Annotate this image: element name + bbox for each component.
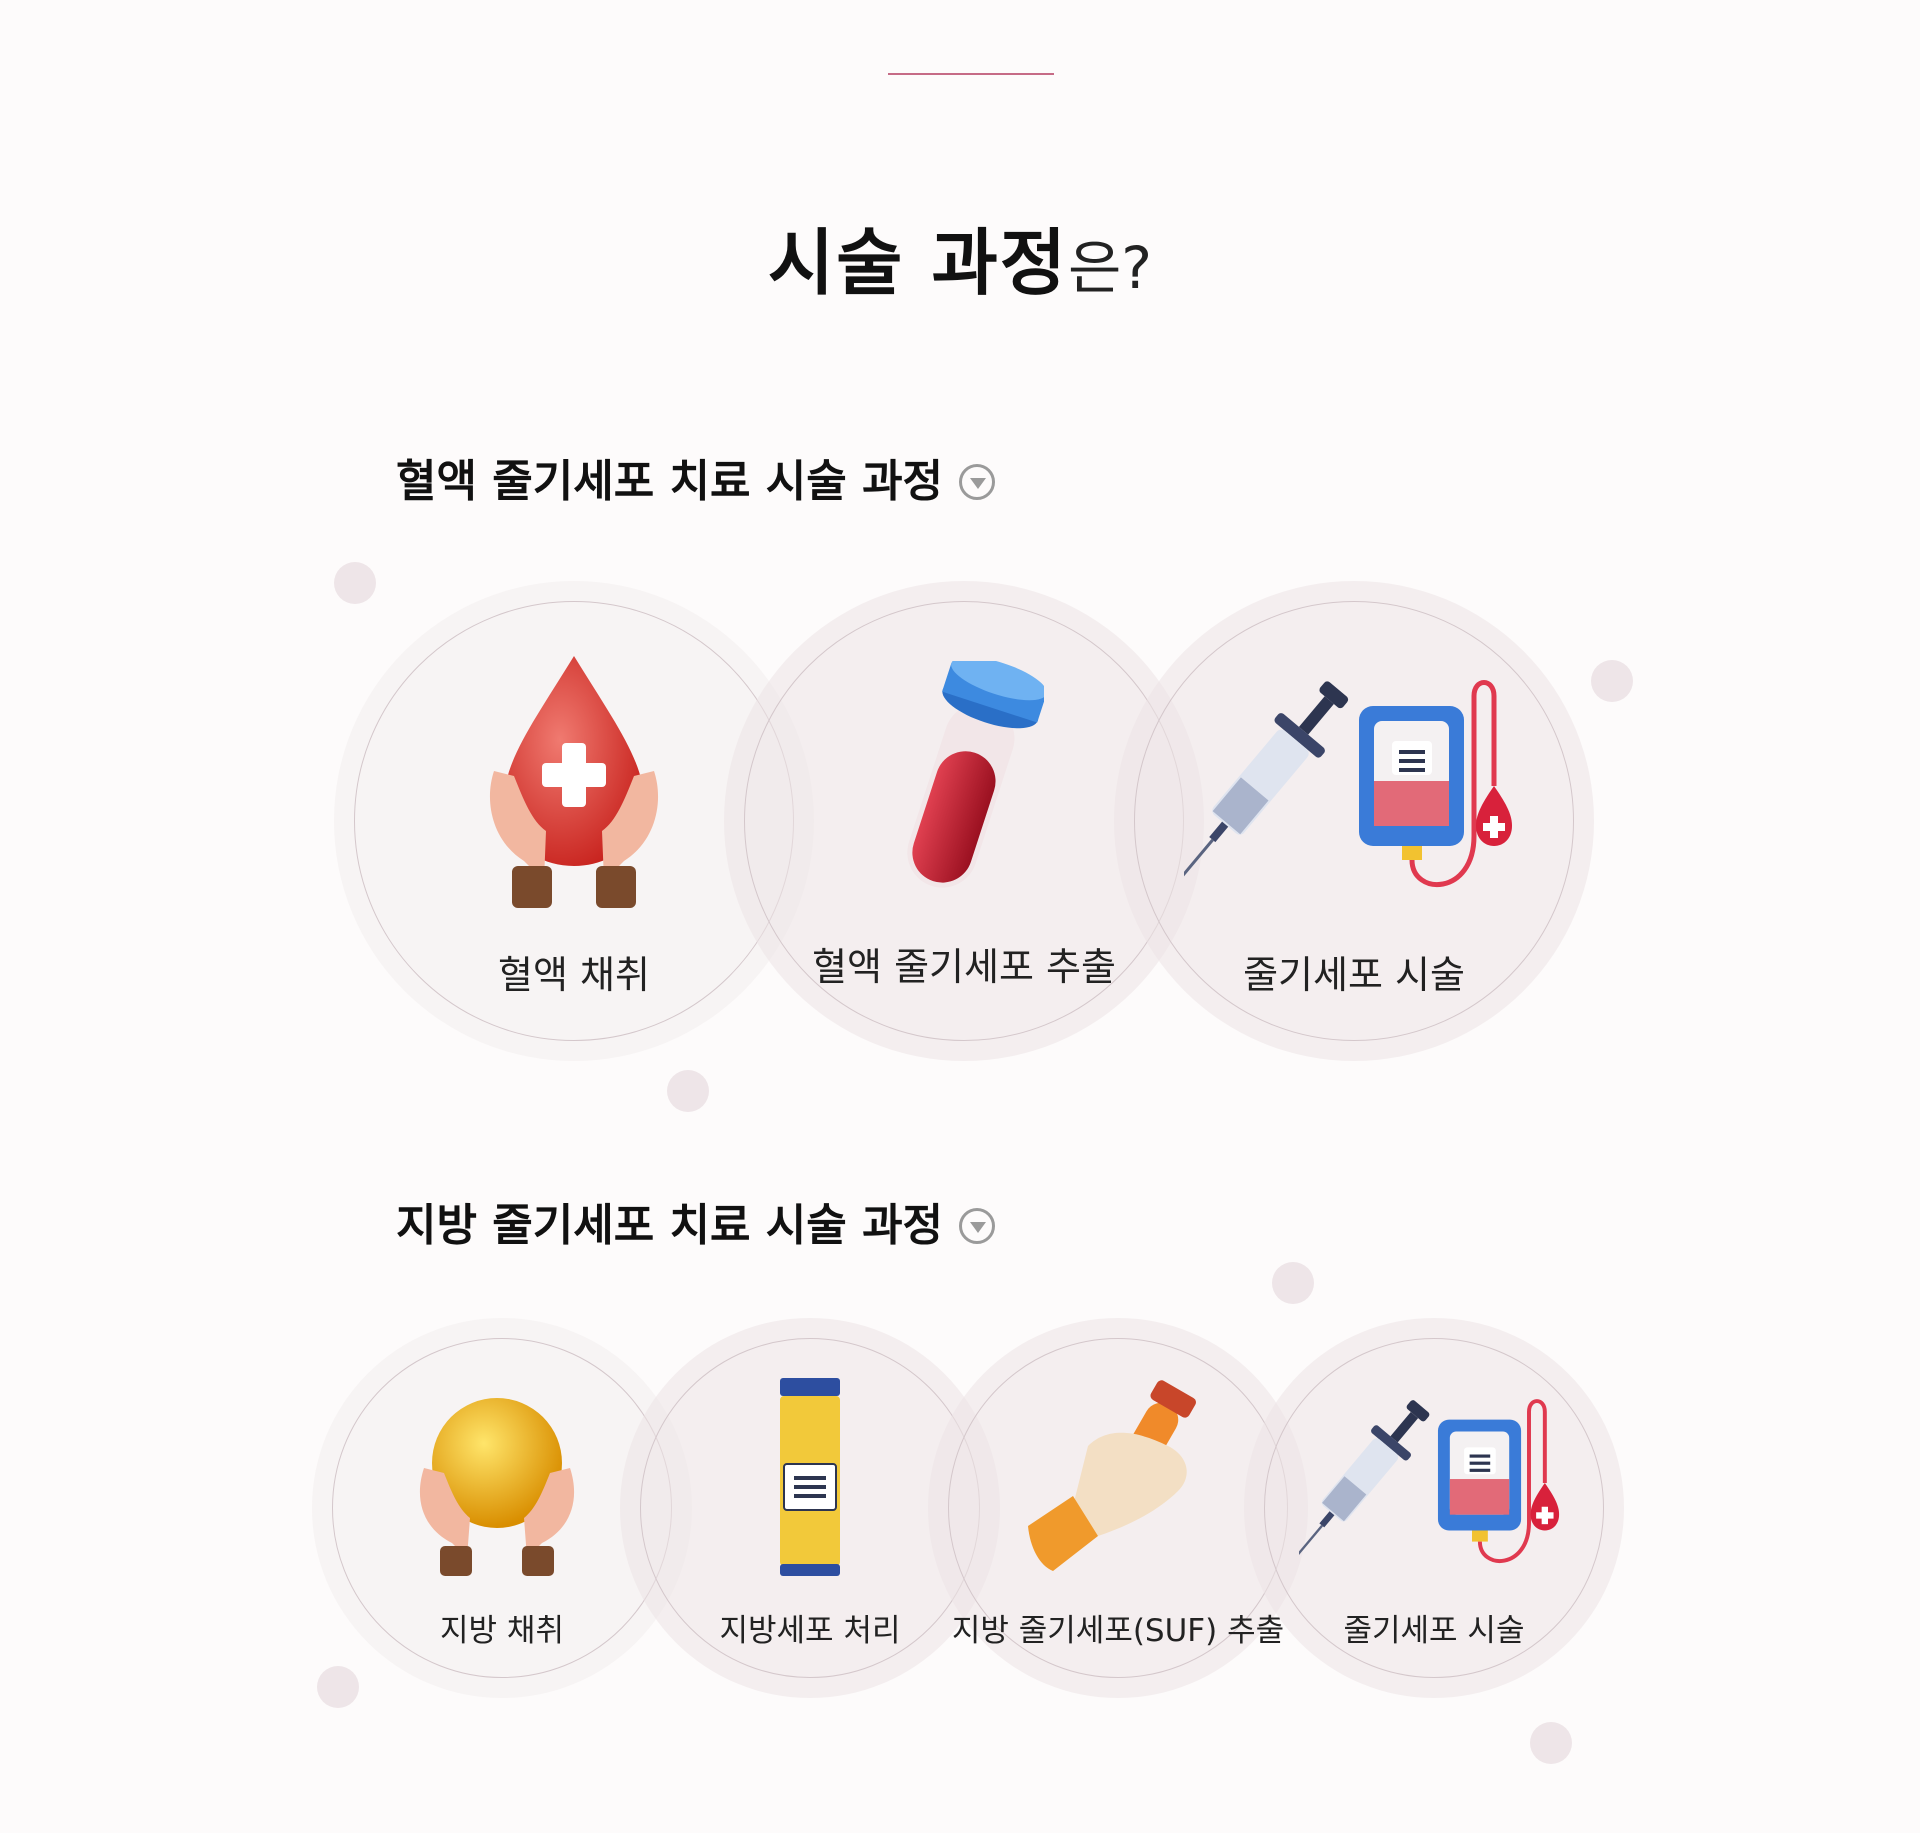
blood-test-tube-icon [907,661,1044,888]
hands-holding-blood-drop-icon [489,656,659,908]
section-title-text: 혈액 줄기세포 치료 시술 과정 [396,456,944,507]
decor-dot [334,562,376,604]
decor-dot [1272,1262,1314,1304]
chevron-down-circle-icon[interactable] [959,464,996,500]
step-card-stem-cell-procedure: 줄기세포 시술 [1114,581,1594,1061]
section-title-fat[interactable]: 지방 줄기세포 치료 시술 과정 [396,1198,996,1254]
syringe-and-iv-bag-icon [1184,680,1512,887]
step-label: 지방 줄기세포(SUF) 추출 [951,1613,1285,1649]
hands-holding-fat-drop-icon [419,1398,575,1576]
page-title: 시술 과정은? [0,218,1920,313]
chevron-down-circle-icon[interactable] [959,1208,996,1244]
accent-line [888,73,1054,75]
title-light: 은? [1067,234,1153,302]
step-label: 혈액 채취 [498,953,650,997]
section-title-text: 지방 줄기세포 치료 시술 과정 [396,1200,944,1251]
section-title-blood[interactable]: 혈액 줄기세포 치료 시술 과정 [396,454,996,510]
hand-holding-tube-icon [1028,1380,1196,1571]
step-label: 혈액 줄기세포 추출 [812,945,1116,989]
title-strong: 시술 과정 [767,221,1068,305]
step-label: 줄기세포 시술 [1243,953,1465,997]
syringe-and-iv-bag-icon [1299,1399,1560,1563]
decor-dot [1530,1722,1572,1764]
step-label: 줄기세포 시술 [1343,1613,1525,1649]
fat-cell-tube-icon [780,1378,840,1576]
decor-dot [317,1666,359,1708]
decor-dot [667,1070,709,1112]
step-label: 지방 채취 [440,1613,564,1649]
step-card-stem-cell-procedure-2: 줄기세포 시술 [1244,1318,1624,1698]
decor-dot [1591,660,1633,702]
step-label: 지방세포 처리 [719,1613,901,1649]
step-card-fat-collection: 지방 채취 [312,1318,692,1698]
